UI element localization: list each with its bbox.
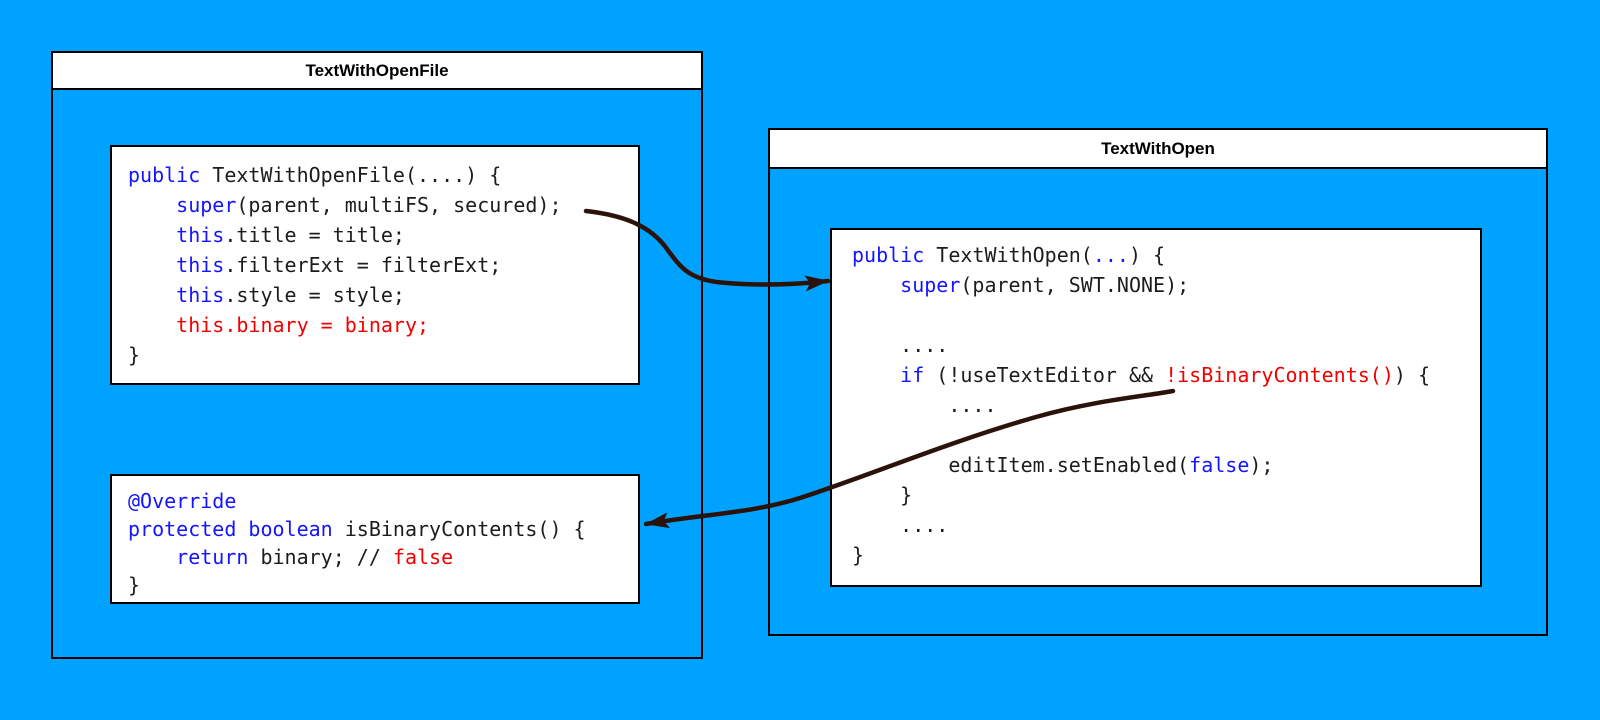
code-segment: (!useTextEditor && xyxy=(924,363,1166,387)
code-segment xyxy=(128,283,176,307)
code-line xyxy=(852,300,1480,330)
code-line: @Override xyxy=(128,487,638,515)
code-segment: super xyxy=(900,273,961,297)
code-segment: binary; // xyxy=(248,545,393,569)
code-segment: false xyxy=(1189,453,1250,477)
code-segment: .... xyxy=(852,393,997,417)
code-segment: ) { xyxy=(1393,363,1430,387)
code-segment: false xyxy=(392,545,454,569)
code-segment: } xyxy=(128,343,141,367)
code-line: public TextWithOpen(...) { xyxy=(852,240,1480,270)
code-segment: TextWithOpen( xyxy=(924,243,1093,267)
code-line xyxy=(852,420,1480,450)
code-segment: ); xyxy=(1249,453,1274,477)
class-title-bar: TextWithOpen xyxy=(770,130,1546,169)
code-segment xyxy=(128,545,176,569)
code-segment: if xyxy=(900,363,925,387)
code-segment xyxy=(128,253,176,277)
code-line: } xyxy=(128,571,638,599)
code-line: this.filterExt = filterExt; xyxy=(128,250,638,280)
code-segment: } xyxy=(852,483,913,507)
code-line: this.title = title; xyxy=(128,220,638,250)
code-line: if (!useTextEditor && !isBinaryContents(… xyxy=(852,360,1480,390)
code-segment: this xyxy=(176,253,225,277)
code-line: protected boolean isBinaryContents() { xyxy=(128,515,638,543)
code-segment: (parent, multiFS, secured); xyxy=(236,193,562,217)
code-segment: (parent, SWT.NONE); xyxy=(960,273,1190,297)
code-segment: ... xyxy=(1092,243,1129,267)
class-box-textwithopenfile: TextWithOpenFile xyxy=(51,51,703,659)
code-line: } xyxy=(128,340,638,370)
code-line: return binary; // false xyxy=(128,543,638,571)
code-segment: this xyxy=(176,223,225,247)
code-segment: public xyxy=(852,243,925,267)
code-segment: .... xyxy=(852,333,949,357)
code-segment xyxy=(852,273,900,297)
code-segment xyxy=(128,223,176,247)
code-segment: this.binary = binary; xyxy=(128,313,430,337)
code-segment: .... xyxy=(852,513,949,537)
code-segment: public xyxy=(128,163,201,187)
code-segment: ) { xyxy=(1128,243,1166,267)
code-segment: .style = style; xyxy=(224,283,405,307)
code-segment: } xyxy=(852,543,865,567)
code-line: this.binary = binary; xyxy=(128,310,638,340)
code-line: .... xyxy=(852,330,1480,360)
code-line: } xyxy=(852,480,1480,510)
code-box-constructor-textwithopenfile: public TextWithOpenFile(....) { super(pa… xyxy=(110,145,640,385)
code-line: public TextWithOpenFile(....) { xyxy=(128,160,638,190)
code-segment: } xyxy=(128,573,141,597)
code-segment: .title = title; xyxy=(224,223,405,247)
code-line: .... xyxy=(852,390,1480,420)
code-segment: protected boolean xyxy=(128,517,333,541)
code-segment xyxy=(852,363,900,387)
code-segment: @Override xyxy=(128,489,237,513)
class-title-textwithopen: TextWithOpen xyxy=(1101,138,1215,158)
code-line: super(parent, SWT.NONE); xyxy=(852,270,1480,300)
code-segment: TextWithOpenFile(....) { xyxy=(200,163,502,187)
code-segment: this xyxy=(176,283,225,307)
code-line: super(parent, multiFS, secured); xyxy=(128,190,638,220)
code-line: this.style = style; xyxy=(128,280,638,310)
code-segment: editItem.setEnabled( xyxy=(852,453,1190,477)
code-segment: isBinaryContents() { xyxy=(332,517,586,541)
code-segment xyxy=(128,193,176,217)
code-line: .... xyxy=(852,510,1480,540)
code-segment: !isBinaryContents() xyxy=(1165,363,1394,387)
code-line: editItem.setEnabled(false); xyxy=(852,450,1480,480)
code-segment: super xyxy=(176,193,237,217)
code-box-constructor-textwithopen: public TextWithOpen(...) { super(parent,… xyxy=(830,228,1482,587)
code-line: } xyxy=(852,540,1480,570)
class-box-textwithopen: TextWithOpen xyxy=(768,128,1548,636)
class-title-bar: TextWithOpenFile xyxy=(53,53,701,90)
code-segment: return xyxy=(176,545,249,569)
class-title-textwithopenfile: TextWithOpenFile xyxy=(305,60,449,80)
code-segment: .filterExt = filterExt; xyxy=(224,253,502,277)
